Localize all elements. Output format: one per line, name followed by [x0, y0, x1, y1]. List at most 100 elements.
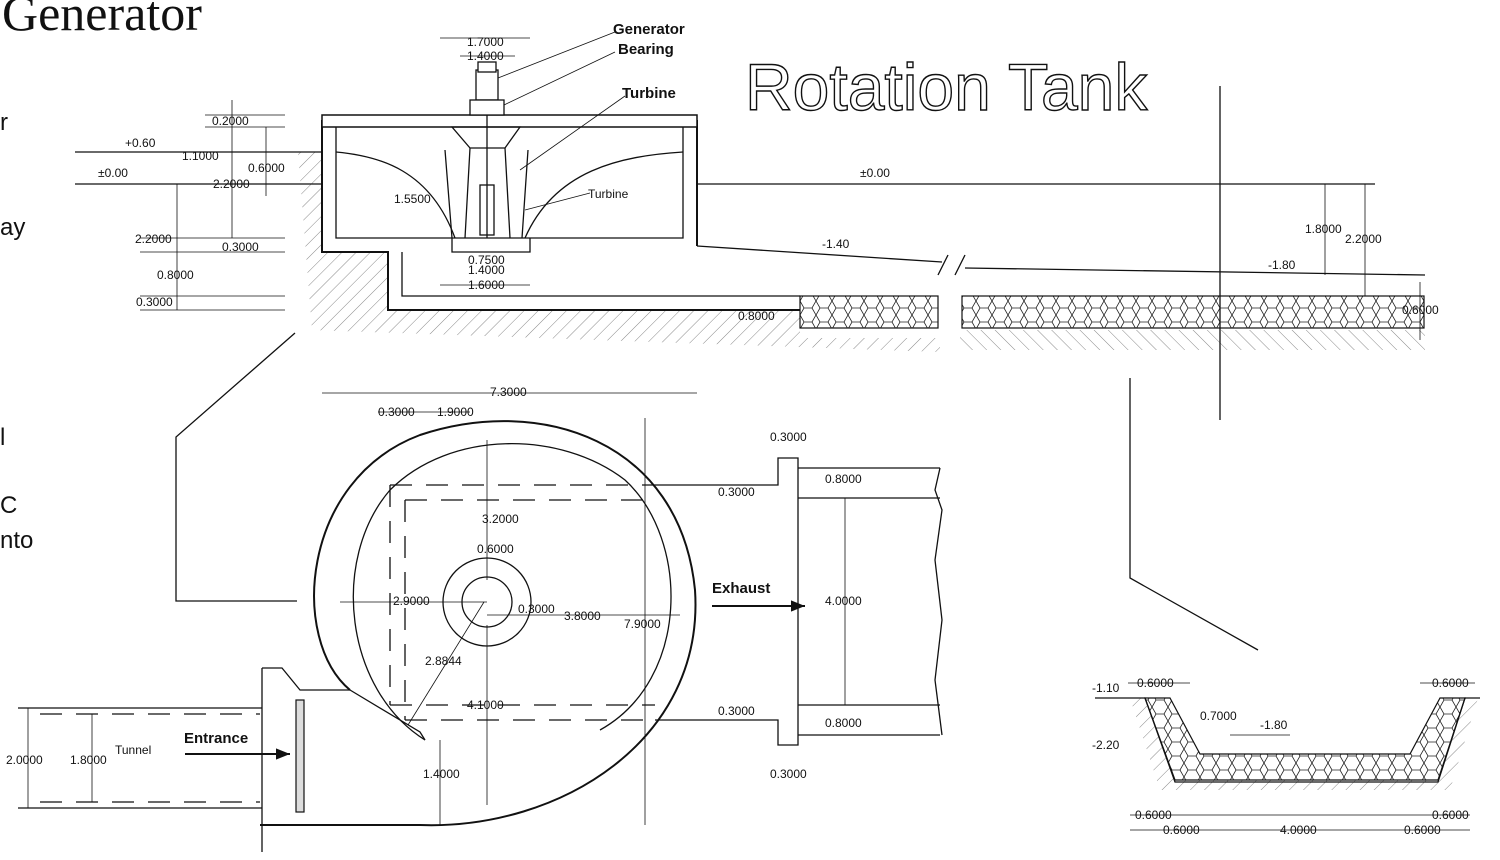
side-fragment-4: C [0, 492, 17, 519]
channel-dim-0600-b: 0.6000 [1432, 676, 1469, 690]
soil-left [298, 152, 940, 352]
level-m180-right: -1.80 [1268, 258, 1296, 272]
spiral-tongue [349, 689, 426, 741]
dim-0300-e4: 0.3000 [770, 767, 807, 781]
side-fragment-2: ay [0, 214, 25, 241]
label-bearing: Bearing [618, 41, 674, 58]
leader-turbine-side [524, 192, 591, 211]
label-tunnel: Tunnel [115, 743, 151, 757]
soil-right [960, 330, 1425, 350]
gravel-bed-left [799, 295, 939, 329]
leader-bearing [503, 51, 616, 106]
dim-1400-c: 1.4000 [423, 767, 460, 781]
dim-0800-b: 0.8000 [738, 309, 775, 323]
dim-1800-b: 1.8000 [70, 753, 107, 767]
level-m140: -1.40 [822, 237, 850, 251]
exhaust-walls [798, 467, 940, 736]
channel-gravel [1144, 697, 1466, 781]
tank-lid [321, 114, 698, 128]
dim-1800: 1.8000 [1305, 222, 1342, 236]
level-m110: -1.10 [1092, 681, 1120, 695]
generator-cap [477, 61, 497, 73]
dim-0300-b: 0.3000 [136, 295, 173, 309]
leader-turbine-top [519, 95, 626, 171]
label-turbine-side: Turbine [588, 187, 629, 201]
generator-body [475, 69, 499, 101]
dim-1550: 1.5500 [394, 192, 431, 206]
dim-1400-b: 1.4000 [468, 263, 505, 277]
zoom-guide-left [175, 332, 297, 602]
vortex-surface-right [524, 151, 684, 239]
exhaust-break [934, 467, 943, 736]
dim-1900: 1.9000 [437, 405, 474, 419]
dim-0300-a: 0.3000 [222, 240, 259, 254]
break-mark-2 [954, 254, 966, 276]
spiral-inner [352, 443, 672, 741]
turbine-cone-left [444, 147, 471, 239]
dim-2200-b: 2.2000 [135, 232, 172, 246]
side-fragment-1: r [0, 109, 8, 136]
channel-outline [1095, 697, 1480, 783]
zoom-guide-right [1129, 378, 1259, 651]
bearing-housing [469, 99, 505, 116]
side-fragment-3: l [0, 424, 5, 451]
rotation-tank-title: Rotation Tank [745, 50, 1148, 124]
page-title: Generator [2, 0, 202, 41]
entrance-gate [295, 699, 305, 813]
channel-dim-0600-f: 0.6000 [1404, 823, 1441, 837]
dim-0300-top: 0.3000 [378, 405, 415, 419]
dim-0600: 0.6000 [248, 161, 285, 175]
level-zero-left: ±0.00 [98, 166, 128, 180]
tank-wall-outer [321, 120, 800, 311]
channel-dim-0600-a: 0.6000 [1137, 676, 1174, 690]
spiral-outer [260, 420, 697, 827]
channel-slope [696, 245, 943, 263]
dim-0800: 0.8000 [157, 268, 194, 282]
sump-pit [451, 238, 531, 253]
tunnel-dashed [40, 713, 260, 803]
turbine-blades [479, 184, 495, 236]
dim-0600-b: 0.6000 [1402, 303, 1439, 317]
vortex-surface-left [335, 151, 456, 239]
break-mark-1 [937, 254, 949, 276]
level-m180-section: -1.80 [1260, 718, 1288, 732]
dim-0300-e2: 0.3000 [718, 485, 755, 499]
dim-1100: 1.1000 [182, 149, 219, 163]
label-generator: Generator [613, 21, 685, 38]
turbine-frame [450, 126, 522, 149]
dim-7300: 7.3000 [490, 385, 527, 399]
dim-0750: 0.7500 [468, 253, 505, 267]
dim-0600-c: 0.6000 [477, 542, 514, 556]
dim-2000: 2.0000 [6, 753, 43, 767]
dashed-outline [389, 484, 655, 721]
dim-2900: 2.9000 [393, 594, 430, 608]
turbine-cone-right [504, 147, 529, 239]
channel-dim-0600-e: 0.6000 [1163, 823, 1200, 837]
dim-1700: 1.7000 [467, 35, 504, 49]
dim-0300-e3: 0.3000 [718, 704, 755, 718]
dim-0300-e1: 0.3000 [770, 430, 807, 444]
dim-1600: 1.6000 [468, 278, 505, 292]
channel-dim-4000: 4.0000 [1280, 823, 1317, 837]
label-turbine-top: Turbine [622, 85, 676, 102]
dim-3200: 3.2000 [482, 512, 519, 526]
level-m220: -2.20 [1092, 738, 1120, 752]
dim-0300-c: 0.3000 [518, 602, 555, 616]
dim-3800: 3.8000 [564, 609, 601, 623]
dim-0800-e1: 0.8000 [825, 472, 862, 486]
dimension-ladder-left [140, 100, 285, 311]
side-fragment-5: nto [0, 527, 33, 554]
dim-4100: 4.1000 [467, 698, 504, 712]
tunnel-walls [18, 707, 262, 809]
dim-0200: 0.2000 [212, 114, 249, 128]
level-plus060: +0.60 [125, 136, 156, 150]
channel-section: -1.10 -2.20 -1.80 0.6000 0.6000 0.7000 0… [1092, 676, 1480, 837]
entrance-frame [261, 667, 350, 852]
gravel-bed-right [961, 295, 1425, 329]
tank-bottom-outer [401, 252, 800, 297]
section-view: Generator Bearing Turbine Turbine +0.60 … [75, 21, 1439, 352]
dim-2200-a: 2.2000 [213, 177, 250, 191]
channel-soil [1130, 698, 1478, 790]
dim-1400: 1.4000 [467, 49, 504, 63]
